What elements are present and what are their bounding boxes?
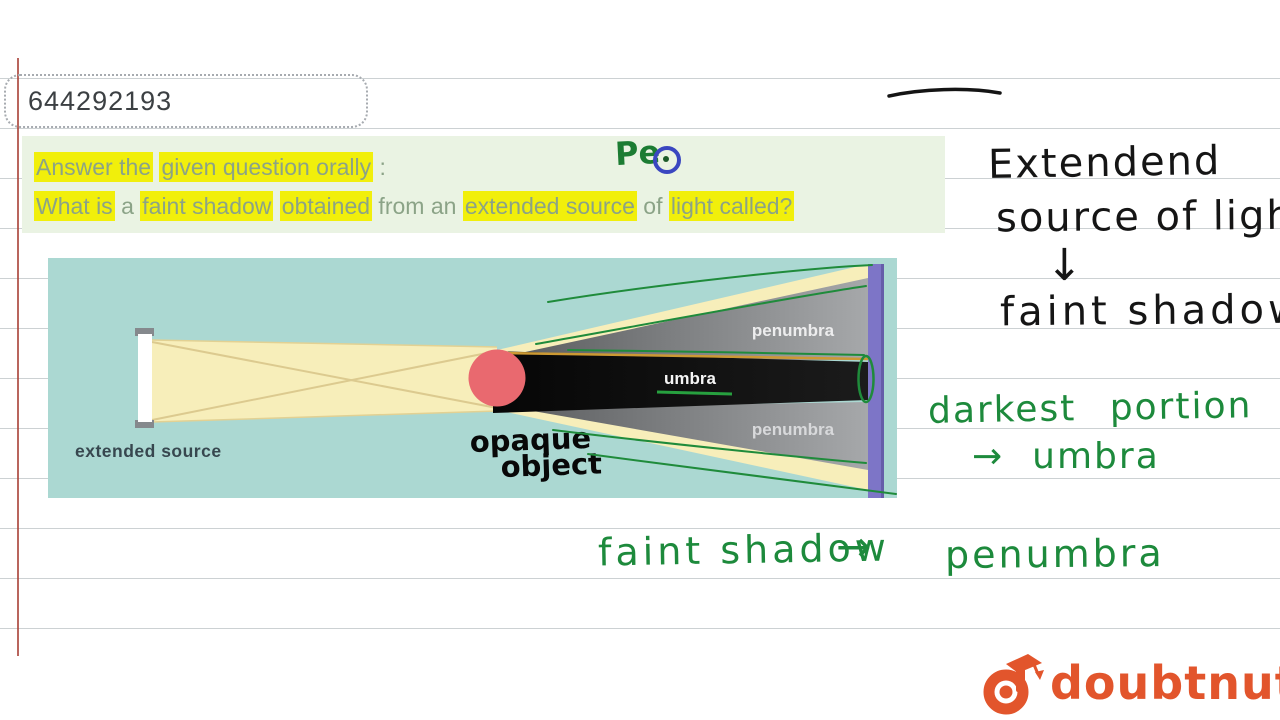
question-text: : <box>373 154 386 180</box>
question-line-1: Answer the given question orally : <box>34 148 945 187</box>
question-text: a <box>114 193 141 219</box>
question-highlighted-text: given question orally <box>159 152 374 182</box>
green-umbra-circle-on-screen <box>857 354 875 404</box>
penumbra-region-bottom <box>516 402 868 470</box>
question-highlighted-text: What is <box>34 191 115 221</box>
shadow-diagram-svg: penumbra umbra penumbra extended source … <box>75 264 897 498</box>
penumbra-top-label: penumbra <box>752 321 835 340</box>
extended-source-label: extended source <box>75 441 222 461</box>
green-annotation-top-outer <box>547 264 873 303</box>
right-arrow-icon-2: → <box>836 522 872 571</box>
down-arrow-icon: ↓ <box>1046 240 1083 291</box>
light-ray-top-edge <box>151 339 498 348</box>
opaque-object-label-line2: object <box>500 446 603 484</box>
green-annotation-top-inner <box>535 285 867 345</box>
green-umbra-underline <box>656 390 733 396</box>
opaque-object-circle <box>468 349 526 407</box>
umbra-top-orange-line <box>502 351 869 361</box>
question-highlighted-text: extended source <box>462 191 637 221</box>
light-ray-cross-2 <box>151 350 498 421</box>
penumbra-region-top <box>516 278 868 360</box>
note-extended-line2: source of light <box>995 192 1280 242</box>
question-id-box: 644292193 <box>4 74 368 128</box>
screen-bar-edge <box>881 264 884 498</box>
green-annotation-bottom-inner <box>552 429 867 464</box>
source-bar <box>138 334 152 422</box>
opaque-object-label-line1: opaque <box>469 421 591 459</box>
green-annotation-bottom-outer <box>587 453 897 495</box>
question-highlighted-text: obtained <box>279 191 373 221</box>
note-umbra-word: umbra <box>1032 436 1160 477</box>
question-line-2: What is a faint shadow obtained from an … <box>34 187 945 226</box>
question-highlighted-text: Answer the <box>34 152 154 182</box>
notebook-margin-line <box>17 58 19 656</box>
note-faint-shadow: faint shadow <box>999 286 1280 336</box>
question-panel: Answer the given question orally : What … <box>22 136 945 233</box>
penumbra-bottom-label: penumbra <box>752 420 835 439</box>
light-ray-cross-1 <box>151 341 498 409</box>
right-arrow-icon: → <box>972 436 1005 477</box>
umbra-label: umbra <box>664 369 717 388</box>
shadow-diagram: penumbra umbra penumbra extended source … <box>48 258 897 498</box>
note-penumbra-right: penumbra <box>944 531 1165 577</box>
question-id-text: 644292193 <box>28 85 173 116</box>
question-text <box>273 193 279 219</box>
note-umbra-row: → umbra <box>972 436 1160 477</box>
pointer-dot-icon <box>663 156 669 162</box>
question-text: of <box>636 193 669 219</box>
handwritten-dash-stroke <box>887 87 1002 98</box>
light-ray-bottom-edge <box>151 410 498 423</box>
umbra-region <box>493 351 868 413</box>
source-cap-bottom <box>135 420 154 428</box>
note-darkest-portion: darkest portion <box>927 385 1253 432</box>
doubtnut-logo: doubtnut <box>980 650 1280 716</box>
question-highlighted-text: faint shadow <box>140 191 274 221</box>
note-extended-line1: Extendend <box>987 137 1222 189</box>
green-annotation-umbra-top <box>567 349 865 356</box>
source-cap-top <box>135 328 154 336</box>
doubtnut-logo-icon <box>983 654 1044 715</box>
pointer-circle-icon <box>653 146 681 174</box>
light-beam <box>152 340 497 422</box>
question-text: from an <box>372 193 463 219</box>
doubtnut-logo-text: doubtnut <box>1050 656 1280 710</box>
question-highlighted-text: light called? <box>668 191 795 221</box>
